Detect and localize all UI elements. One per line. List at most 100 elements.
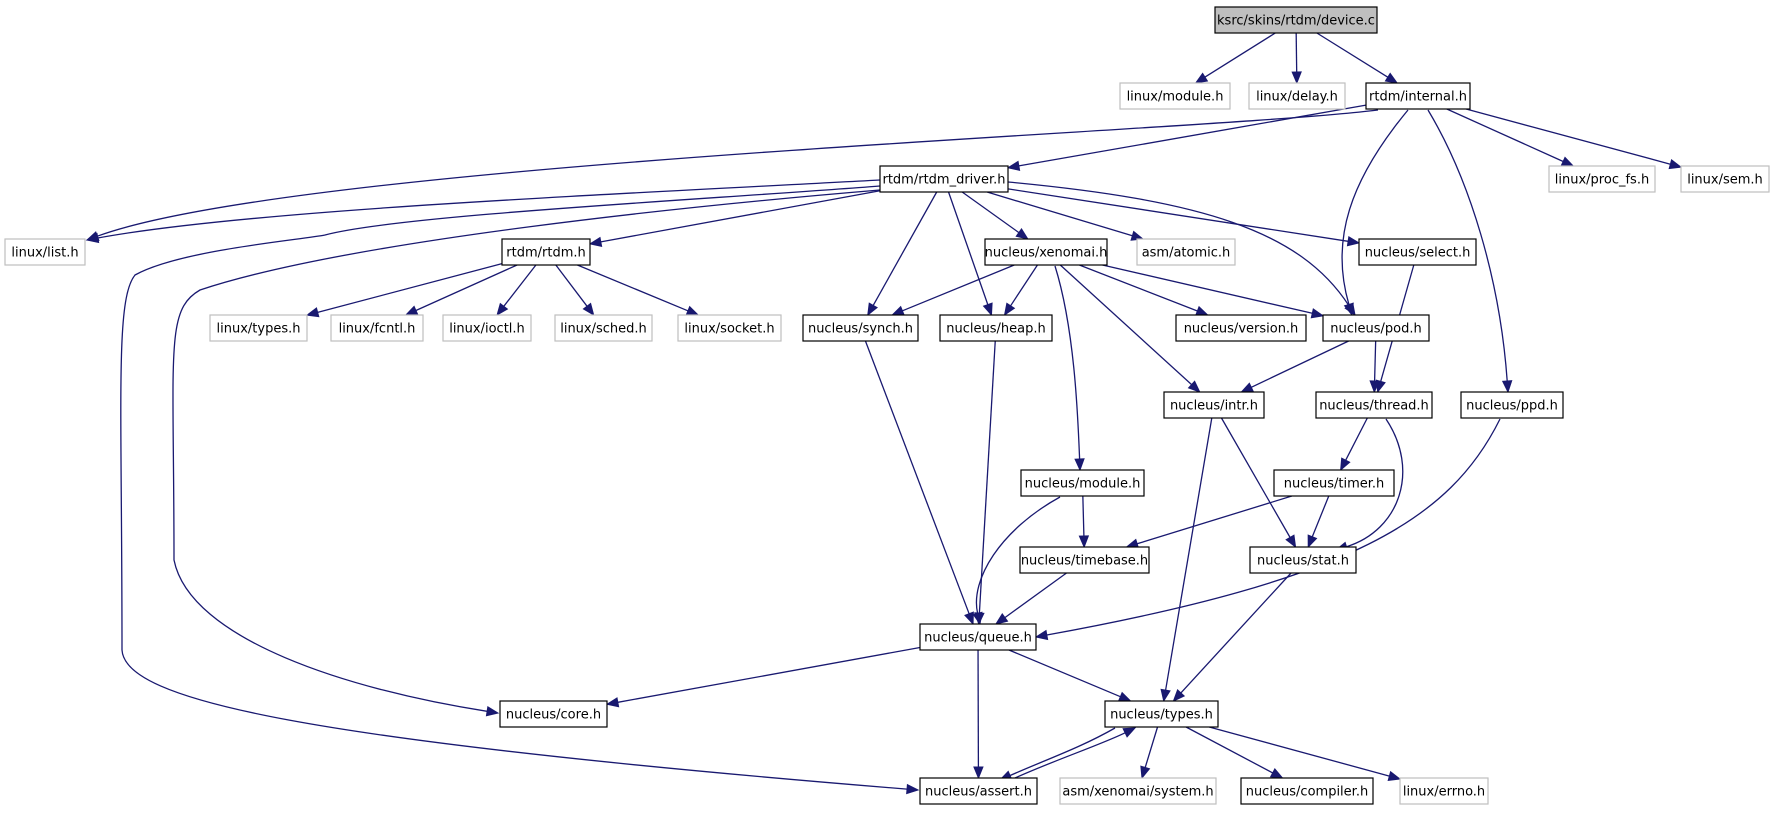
node-nucleus-queue[interactable]: nucleus/queue.h <box>919 623 1037 651</box>
node-nucleus-assert[interactable]: nucleus/assert.h <box>919 777 1038 805</box>
edge-rtdm_internal-to-linux_sem <box>1465 108 1683 170</box>
node-rtdm-rtdm[interactable]: rtdm/rtdm.h <box>501 238 591 266</box>
node-nucleus-module[interactable]: nucleus/module.h <box>1020 469 1145 497</box>
node-nucleus-pod[interactable]: nucleus/pod.h <box>1322 314 1430 342</box>
node-nucleus-timer[interactable]: nucleus/timer.h <box>1273 469 1395 497</box>
arrowhead <box>973 766 984 780</box>
node-linux-list: linux/list.h <box>4 238 86 266</box>
edge-rtdm_rtdm-to-linux_sched <box>555 264 595 317</box>
edge-nucleus_xenomai-to-nucleus_version <box>1079 264 1209 316</box>
node-nucleus-version[interactable]: nucleus/version.h <box>1175 314 1307 342</box>
node-asm-xenomai-system: asm/xenomai/system.h <box>1059 777 1217 805</box>
edge-nucleus_thread-to-nucleus_timer <box>1340 417 1368 472</box>
edge-nucleus_queue-to-nucleus_assert <box>973 649 984 780</box>
edge-nucleus_queue-to-nucleus_types <box>1008 649 1132 702</box>
arrowhead <box>496 302 509 317</box>
node-box <box>1273 469 1395 497</box>
node-nucleus-thread[interactable]: nucleus/thread.h <box>1315 391 1433 419</box>
node-box <box>1358 238 1477 266</box>
node-linux-proc-fs: linux/proc_fs.h <box>1548 165 1656 193</box>
node-nucleus-types[interactable]: nucleus/types.h <box>1104 700 1219 728</box>
node-label: nucleus/module.h <box>1025 477 1141 492</box>
arrowhead <box>1003 302 1016 317</box>
edge-rtdm_internal-to-rtdm_driver <box>1006 104 1367 171</box>
node-rtdm-internal[interactable]: rtdm/internal.h <box>1365 82 1471 110</box>
edge-rtdm_internal-to-linux_list <box>85 109 1379 241</box>
node-linux-fcntl: linux/fcntl.h <box>330 314 424 342</box>
node-label: nucleus/xenomai.h <box>985 246 1108 261</box>
node-nucleus-ppd[interactable]: nucleus/ppd.h <box>1460 391 1564 419</box>
node-rtdm-driver[interactable]: rtdm/rtdm_driver.h <box>879 165 1009 193</box>
node-box <box>1249 546 1357 574</box>
arrowhead <box>1006 160 1021 171</box>
edge-device_c-to-linux_delay <box>1291 32 1302 85</box>
arrowhead <box>1034 629 1049 641</box>
edge-nucleus_types-to-nucleus_compiler <box>1185 726 1284 779</box>
edge-rtdm_driver-to-nucleus_core <box>172 189 881 717</box>
edge-rtdm_rtdm-to-linux_types <box>305 263 503 318</box>
node-linux-socket: linux/socket.h <box>677 314 782 342</box>
node-box <box>1104 700 1219 728</box>
edge-nucleus_pod-to-nucleus_intr <box>1240 340 1349 393</box>
node-nucleus-select[interactable]: nucleus/select.h <box>1358 238 1477 266</box>
node-label: rtdm/rtdm_driver.h <box>882 173 1005 188</box>
node-box <box>1175 314 1307 342</box>
node-nucleus-intr[interactable]: nucleus/intr.h <box>1163 391 1265 419</box>
arrowhead <box>1344 302 1356 317</box>
node-box <box>442 314 532 342</box>
node-label: linux/types.h <box>217 322 301 337</box>
node-nucleus-synch[interactable]: nucleus/synch.h <box>802 314 919 342</box>
arrowhead <box>994 613 1009 625</box>
node-box <box>1248 82 1346 110</box>
node-nucleus-compiler[interactable]: nucleus/compiler.h <box>1240 777 1374 805</box>
arrowhead <box>964 611 974 626</box>
node-label: nucleus/core.h <box>506 708 601 723</box>
edge-nucleus_synch-to-nucleus_queue <box>864 340 974 626</box>
node-device-c: ksrc/skins/rtdm/device.c <box>1214 6 1378 34</box>
node-label: nucleus/select.h <box>1365 246 1471 261</box>
arrowhead <box>1369 380 1380 394</box>
node-linux-ioctl: linux/ioctl.h <box>442 314 532 342</box>
node-label: nucleus/ppd.h <box>1466 399 1558 414</box>
arrowhead <box>1117 691 1132 702</box>
arrowhead <box>582 302 595 317</box>
node-box <box>499 700 608 728</box>
edge-nucleus_xenomai-to-nucleus_heap <box>1003 264 1038 317</box>
edge-nucleus_types-to-asm_xenomai_system <box>1140 726 1159 780</box>
edge-nucleus_types-to-nucleus_assert <box>998 727 1116 781</box>
node-nucleus-timebase[interactable]: nucleus/timebase.h <box>1019 546 1150 574</box>
arrowhead <box>891 305 905 316</box>
node-label: nucleus/queue.h <box>924 631 1032 646</box>
arrowhead <box>85 232 100 244</box>
arrowhead <box>1340 457 1351 472</box>
arrowhead <box>1187 380 1201 393</box>
node-nucleus-xenomai[interactable]: nucleus/xenomai.h <box>984 238 1108 266</box>
arrowhead <box>1310 308 1325 319</box>
node-label: linux/list.h <box>11 246 78 261</box>
arrowhead <box>1285 534 1297 549</box>
edge-rtdm_driver-to-asm_atomic <box>986 191 1145 241</box>
node-nucleus-stat[interactable]: nucleus/stat.h <box>1249 546 1357 574</box>
node-box <box>1163 391 1265 419</box>
node-box <box>1315 391 1433 419</box>
node-nucleus-core[interactable]: nucleus/core.h <box>499 700 608 728</box>
node-nucleus-heap[interactable]: nucleus/heap.h <box>939 314 1053 342</box>
node-label: linux/socket.h <box>684 322 774 337</box>
node-linux-delay: linux/delay.h <box>1248 82 1346 110</box>
edge-nucleus_module-to-nucleus_timebase <box>1078 495 1090 549</box>
arrowhead <box>1668 159 1683 170</box>
node-box <box>554 314 653 342</box>
node-box <box>919 623 1037 651</box>
node-box <box>1214 6 1378 34</box>
node-label: nucleus/thread.h <box>1319 399 1429 414</box>
edge-nucleus_xenomai-to-nucleus_synch <box>891 264 1015 316</box>
node-label: linux/errno.h <box>1403 785 1485 800</box>
arrowhead <box>1160 688 1171 703</box>
edge-nucleus_ppd-to-nucleus_queue <box>1034 418 1501 641</box>
node-label: linux/module.h <box>1127 90 1224 105</box>
arrowhead <box>906 783 920 795</box>
edge-rtdm_internal-to-linux_proc_fs <box>1446 108 1575 167</box>
node-box <box>1322 314 1430 342</box>
edge-nucleus_module-to-nucleus_queue <box>972 496 1061 626</box>
edge-layer <box>85 32 1683 795</box>
